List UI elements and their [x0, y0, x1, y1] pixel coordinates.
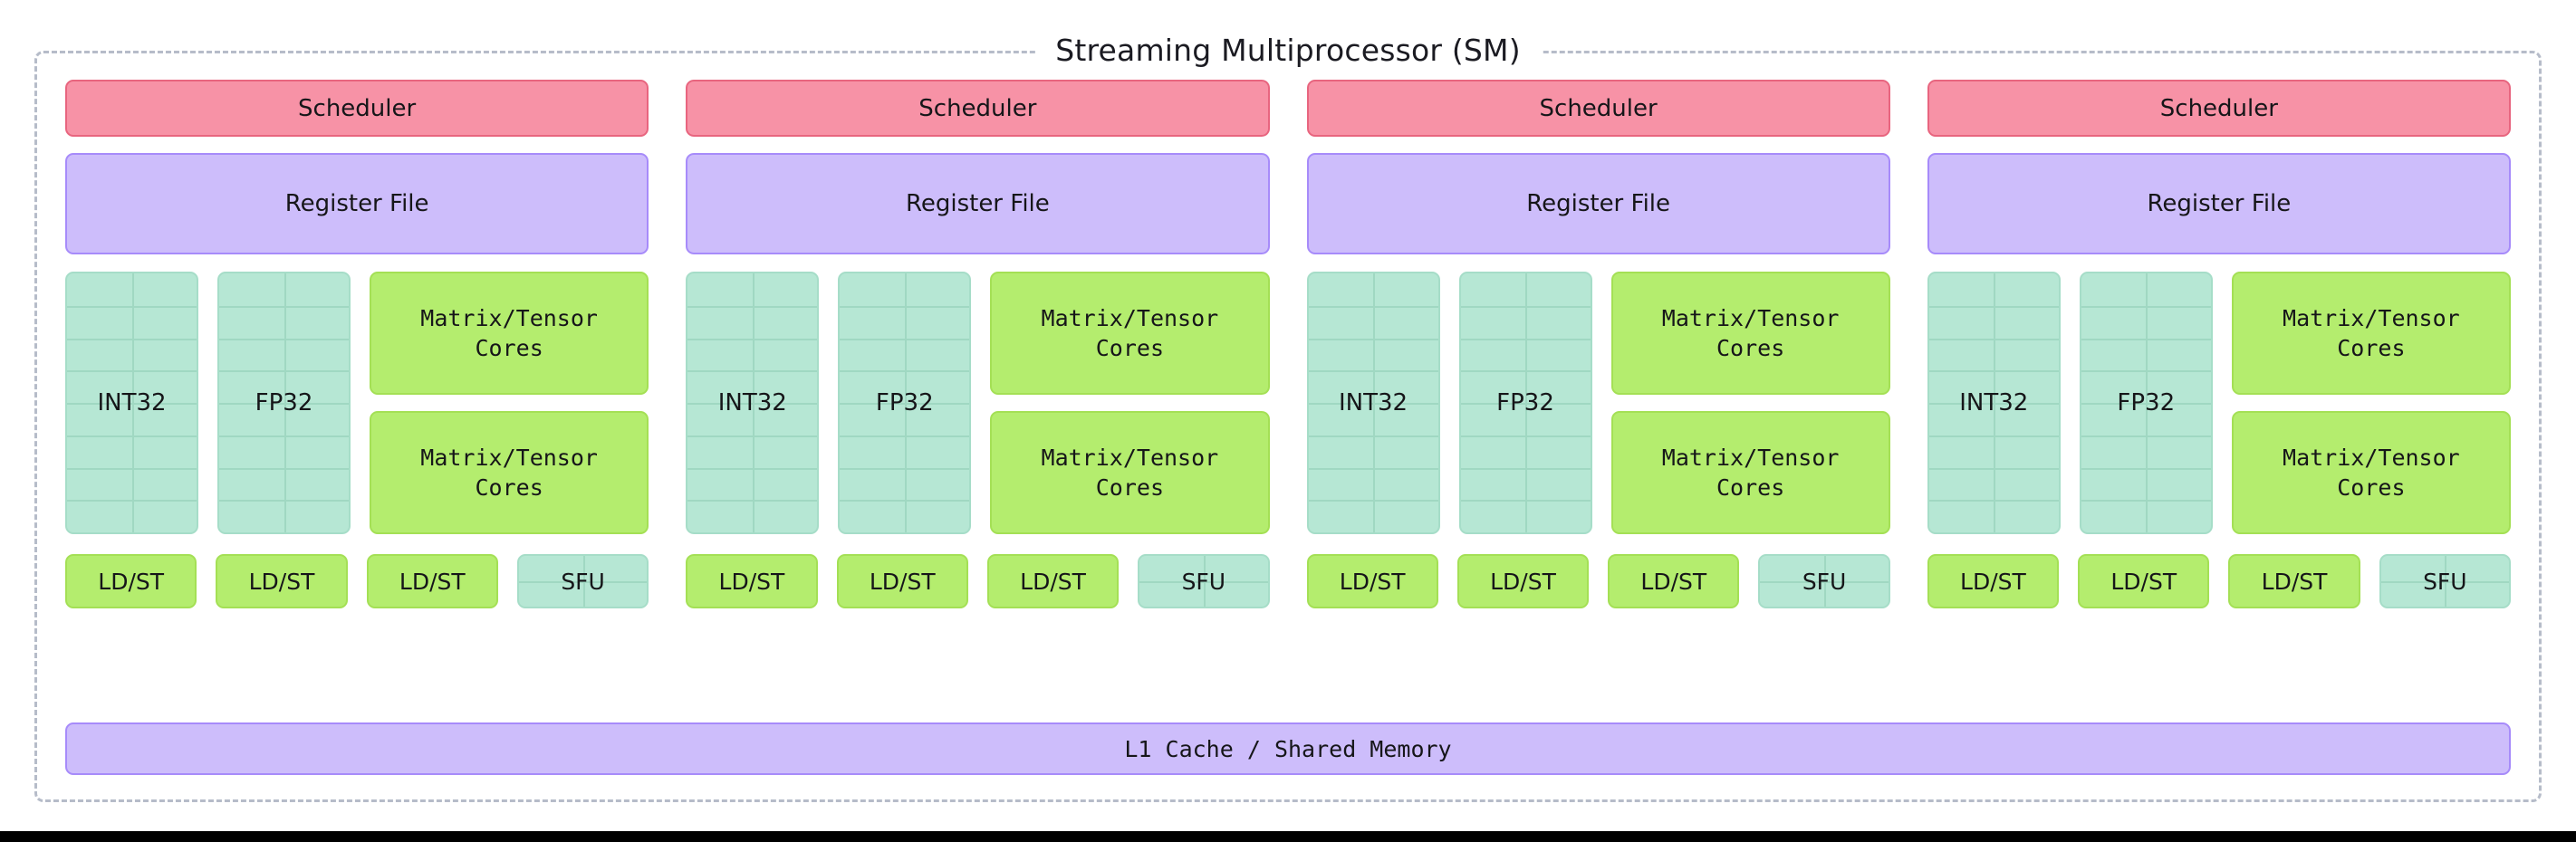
tensor-core-block-1b[interactable]: Matrix/Tensor Cores — [370, 411, 649, 534]
sfu-label-1: SFU — [561, 568, 605, 595]
int32-label-4: INT32 — [1959, 389, 2029, 416]
core-row-2: INT32 FP32 Matrix/Tensor Cores — [686, 272, 1270, 534]
ldst-row-4: LD/ST LD/ST LD/ST SFU — [1927, 554, 2511, 608]
sm-title: Streaming Multiprocessor (SM) — [1035, 32, 1541, 70]
sm-container: Streaming Multiprocessor (SM) Scheduler … — [34, 32, 2542, 802]
ldst-block-1a[interactable]: LD/ST — [65, 554, 197, 608]
l1-cache-shared-memory-block[interactable]: L1 Cache / Shared Memory — [65, 722, 2511, 775]
int32-label-2: INT32 — [717, 389, 787, 416]
core-row-3: INT32 FP32 Matrix/Tensor Cores — [1306, 272, 1890, 534]
processing-block-row: Scheduler Register File INT32 — [65, 80, 2511, 701]
sfu-block-4[interactable]: SFU — [2379, 554, 2511, 608]
fp32-label-4: FP32 — [2117, 389, 2176, 416]
tensor-core-block-2b[interactable]: Matrix/Tensor Cores — [990, 411, 1270, 534]
tensor-core-block-3b[interactable]: Matrix/Tensor Cores — [1610, 411, 1890, 534]
fp32-unit-2[interactable]: FP32 — [838, 272, 972, 534]
int32-label-3: INT32 — [1338, 389, 1408, 416]
fp32-label-1: FP32 — [255, 389, 313, 416]
sm-content: Scheduler Register File INT32 — [34, 51, 2542, 802]
processing-block-2: Scheduler Register File INT32 — [686, 80, 1270, 701]
scheduler-block-2[interactable]: Scheduler — [686, 80, 1270, 137]
scheduler-block-1[interactable]: Scheduler — [65, 80, 649, 137]
fp32-label-2: FP32 — [875, 389, 934, 416]
sfu-label-3: SFU — [1802, 568, 1847, 595]
ldst-block-3c[interactable]: LD/ST — [1608, 554, 1740, 608]
fp32-unit-3[interactable]: FP32 — [1458, 272, 1592, 534]
fp32-unit-4[interactable]: FP32 — [2079, 272, 2213, 534]
register-file-block-2[interactable]: Register File — [686, 153, 1270, 254]
tensor-core-block-2a[interactable]: Matrix/Tensor Cores — [990, 272, 1270, 395]
processing-block-4: Scheduler Register File INT32 — [1927, 80, 2511, 701]
ldst-row-2: LD/ST LD/ST LD/ST SFU — [686, 554, 1270, 608]
tensor-core-block-3a[interactable]: Matrix/Tensor Cores — [1610, 272, 1890, 395]
ldst-row-3: LD/ST LD/ST LD/ST SFU — [1306, 554, 1890, 608]
int32-unit-3[interactable]: INT32 — [1306, 272, 1440, 534]
int32-unit-4[interactable]: INT32 — [1927, 272, 2061, 534]
register-file-block-3[interactable]: Register File — [1306, 153, 1890, 254]
sfu-label-4: SFU — [2423, 568, 2467, 595]
int32-unit-1[interactable]: INT32 — [65, 272, 198, 534]
sfu-block-2[interactable]: SFU — [1138, 554, 1270, 608]
tensor-core-column-2: Matrix/Tensor Cores Matrix/Tensor Cores — [990, 272, 1270, 534]
sfu-block-3[interactable]: SFU — [1758, 554, 1890, 608]
core-row-1: INT32 FP32 Matrix/Tensor Cores — [65, 272, 649, 534]
fp32-unit-1[interactable]: FP32 — [217, 272, 351, 534]
scheduler-block-3[interactable]: Scheduler — [1306, 80, 1890, 137]
footer-bar — [0, 831, 2576, 842]
sfu-label-2: SFU — [1181, 568, 1226, 595]
ldst-block-4c[interactable]: LD/ST — [2228, 554, 2360, 608]
tensor-core-block-4a[interactable]: Matrix/Tensor Cores — [2231, 272, 2511, 395]
tensor-core-block-4b[interactable]: Matrix/Tensor Cores — [2231, 411, 2511, 534]
fp32-label-3: FP32 — [1496, 389, 1554, 416]
tensor-core-block-1a[interactable]: Matrix/Tensor Cores — [370, 272, 649, 395]
ldst-block-2b[interactable]: LD/ST — [836, 554, 968, 608]
ldst-block-4a[interactable]: LD/ST — [1927, 554, 2060, 608]
tensor-core-column-1: Matrix/Tensor Cores Matrix/Tensor Cores — [370, 272, 649, 534]
int32-unit-2[interactable]: INT32 — [686, 272, 820, 534]
int32-label-1: INT32 — [97, 389, 167, 416]
ldst-block-1c[interactable]: LD/ST — [366, 554, 498, 608]
register-file-block-1[interactable]: Register File — [65, 153, 649, 254]
ldst-row-1: LD/ST LD/ST LD/ST SFU — [65, 554, 649, 608]
core-row-4: INT32 FP32 Matrix/Tensor Cores — [1927, 272, 2511, 534]
processing-block-1: Scheduler Register File INT32 — [65, 80, 649, 701]
ldst-block-4b[interactable]: LD/ST — [2078, 554, 2210, 608]
sfu-block-1[interactable]: SFU — [516, 554, 649, 608]
ldst-block-3b[interactable]: LD/ST — [1456, 554, 1590, 608]
tensor-core-column-3: Matrix/Tensor Cores Matrix/Tensor Cores — [1610, 272, 1890, 534]
register-file-block-4[interactable]: Register File — [1927, 153, 2511, 254]
scheduler-block-4[interactable]: Scheduler — [1927, 80, 2511, 137]
ldst-block-2c[interactable]: LD/ST — [986, 554, 1120, 608]
ldst-block-2a[interactable]: LD/ST — [686, 554, 818, 608]
ldst-block-1b[interactable]: LD/ST — [216, 554, 348, 608]
tensor-core-column-4: Matrix/Tensor Cores Matrix/Tensor Cores — [2231, 272, 2511, 534]
ldst-block-3a[interactable]: LD/ST — [1306, 554, 1438, 608]
processing-block-3: Scheduler Register File INT32 — [1306, 80, 1890, 701]
